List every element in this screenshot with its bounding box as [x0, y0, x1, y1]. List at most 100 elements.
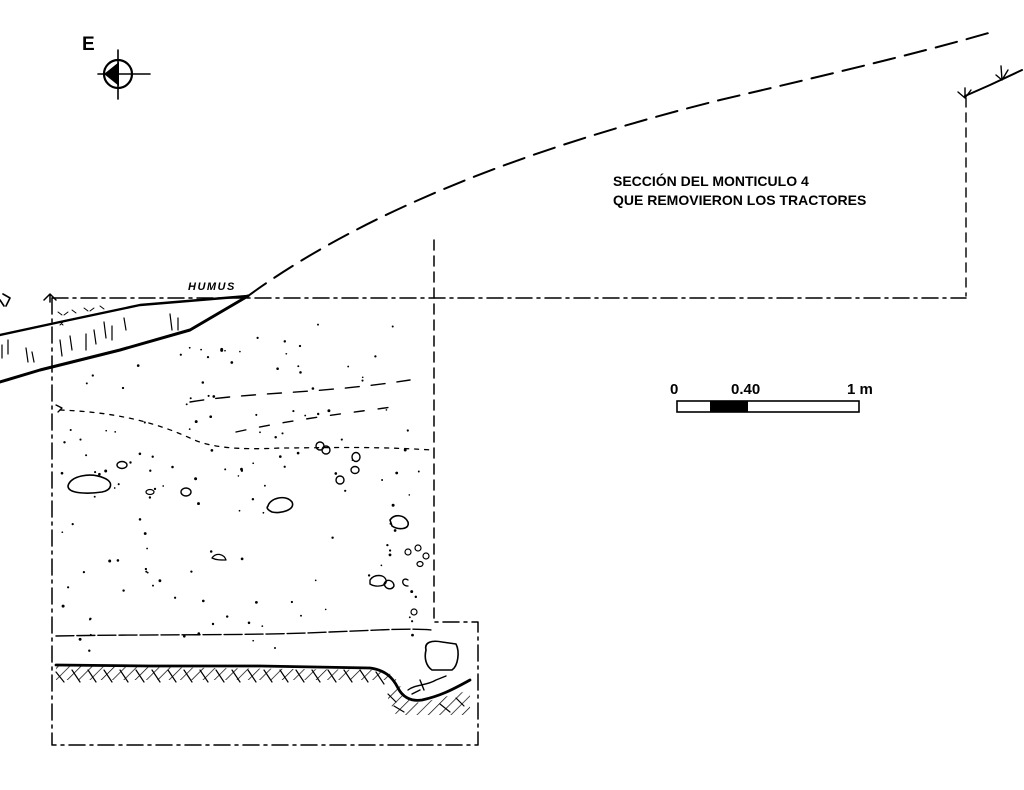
- fill-dot: [85, 454, 88, 457]
- fill-dot: [314, 579, 317, 582]
- fill-dot: [380, 564, 383, 567]
- fill-dot: [389, 522, 392, 525]
- grass-tuft-icon: [43, 293, 57, 303]
- stratigraphic-boundaries: [55, 379, 433, 637]
- fill-dot: [393, 529, 397, 532]
- fill-dot: [334, 472, 338, 475]
- pebble-icon: [410, 608, 418, 616]
- fill-dot: [144, 567, 148, 571]
- compass-arrow-icon: [104, 62, 119, 86]
- fill-dot: [381, 479, 384, 481]
- fill-dot: [340, 438, 343, 441]
- orientation-compass: E: [82, 34, 151, 100]
- orientation-letter: E: [82, 34, 95, 55]
- fill-dot: [252, 639, 255, 642]
- fill-dot: [71, 522, 74, 526]
- humus-label: HUMUS: [188, 281, 236, 293]
- fill-dot: [138, 452, 142, 456]
- fill-dot: [278, 455, 282, 458]
- fill-dot: [304, 414, 307, 417]
- fill-dot: [255, 601, 258, 604]
- fill-dot: [252, 462, 255, 465]
- fill-dot: [298, 344, 302, 348]
- fill-dot: [152, 584, 154, 587]
- fill-dot: [201, 599, 205, 603]
- right-surface-line: [964, 69, 1023, 97]
- fill-dot: [210, 449, 214, 452]
- scale-label-0: 0: [670, 381, 678, 398]
- fill-dot: [403, 448, 407, 452]
- pebble-icon: [422, 552, 430, 560]
- fill-dot: [327, 409, 331, 413]
- fill-dot: [224, 468, 227, 471]
- fill-dot: [146, 547, 149, 550]
- title-line-2: QUE REMOVIERON LOS TRACTORES: [613, 192, 866, 208]
- fill-dot: [171, 465, 174, 469]
- fill-dot: [82, 570, 86, 574]
- excavation-pit: [51, 239, 479, 746]
- root-marks: [1, 313, 179, 363]
- fill-dot: [297, 365, 300, 368]
- pebble-icon: [402, 578, 409, 587]
- upper-dashed-boundary: [189, 379, 411, 403]
- fill-dot: [283, 465, 286, 468]
- fill-dot: [194, 420, 198, 424]
- right-ground-surface: [957, 65, 1023, 297]
- fill-dot: [194, 477, 198, 481]
- scale-label-1m: 1 m: [847, 381, 873, 398]
- fill-dot: [411, 633, 414, 637]
- fill-dot: [63, 441, 66, 444]
- fill-dot: [386, 543, 389, 547]
- fill-dot: [148, 496, 152, 499]
- humus-top-line: [0, 294, 250, 337]
- fill-dot: [388, 553, 392, 557]
- fill-dot: [251, 497, 255, 501]
- pebble-icon: [416, 560, 424, 568]
- pebble-icon: [369, 574, 387, 587]
- fill-dot: [173, 596, 177, 599]
- fill-dot: [408, 616, 411, 619]
- fill-dot: [240, 469, 244, 472]
- fill-dot: [212, 395, 216, 398]
- fill-dot: [153, 487, 157, 491]
- section-title: SECCIÓN DEL MONTICULO 4 QUE REMOVIERON L…: [613, 172, 866, 208]
- humus-bottom-line: [0, 294, 250, 384]
- fill-dot: [151, 455, 154, 458]
- fill-dot: [410, 590, 414, 594]
- pebble-icon: [404, 548, 412, 556]
- fill-dot: [113, 487, 116, 489]
- fill-dot: [89, 618, 91, 621]
- grass-tuft-icon: [957, 87, 972, 99]
- fill-dot: [263, 484, 266, 487]
- fill-dot: [388, 549, 392, 552]
- fill-dot: [206, 355, 210, 359]
- fill-dot: [162, 485, 165, 487]
- fill-dot: [259, 431, 261, 434]
- fill-dot: [237, 475, 240, 477]
- fill-dot: [374, 355, 377, 358]
- fill-dot: [311, 387, 315, 390]
- fill-dot: [292, 410, 295, 413]
- pebble-icon: [383, 579, 395, 590]
- fill-dot: [224, 349, 226, 352]
- fill-dot: [121, 386, 125, 390]
- fill-dot: [136, 364, 140, 367]
- scale-bar: 0 0.40 1 m: [670, 381, 873, 413]
- fill-dot: [290, 600, 294, 604]
- pebble-icon: [335, 475, 345, 485]
- fill-dot: [367, 574, 371, 577]
- upper-dashed-boundary-2: [235, 405, 401, 433]
- cut-hatch-marks: [387, 693, 465, 713]
- fill-dot: [158, 579, 162, 583]
- title-line-1: SECCIÓN DEL MONTICULO 4: [613, 172, 809, 189]
- scale-bar-frame: [676, 400, 860, 413]
- fill-dot: [188, 346, 191, 349]
- pebble-icon: [351, 451, 361, 463]
- fill-dot: [143, 421, 146, 424]
- pit-outline-left-bottom: [51, 297, 479, 746]
- fill-dot: [414, 595, 418, 599]
- hatched-bedrock: [56, 666, 470, 715]
- fill-dot: [276, 367, 279, 370]
- fill-dot: [247, 621, 251, 625]
- fill-dot: [104, 469, 108, 473]
